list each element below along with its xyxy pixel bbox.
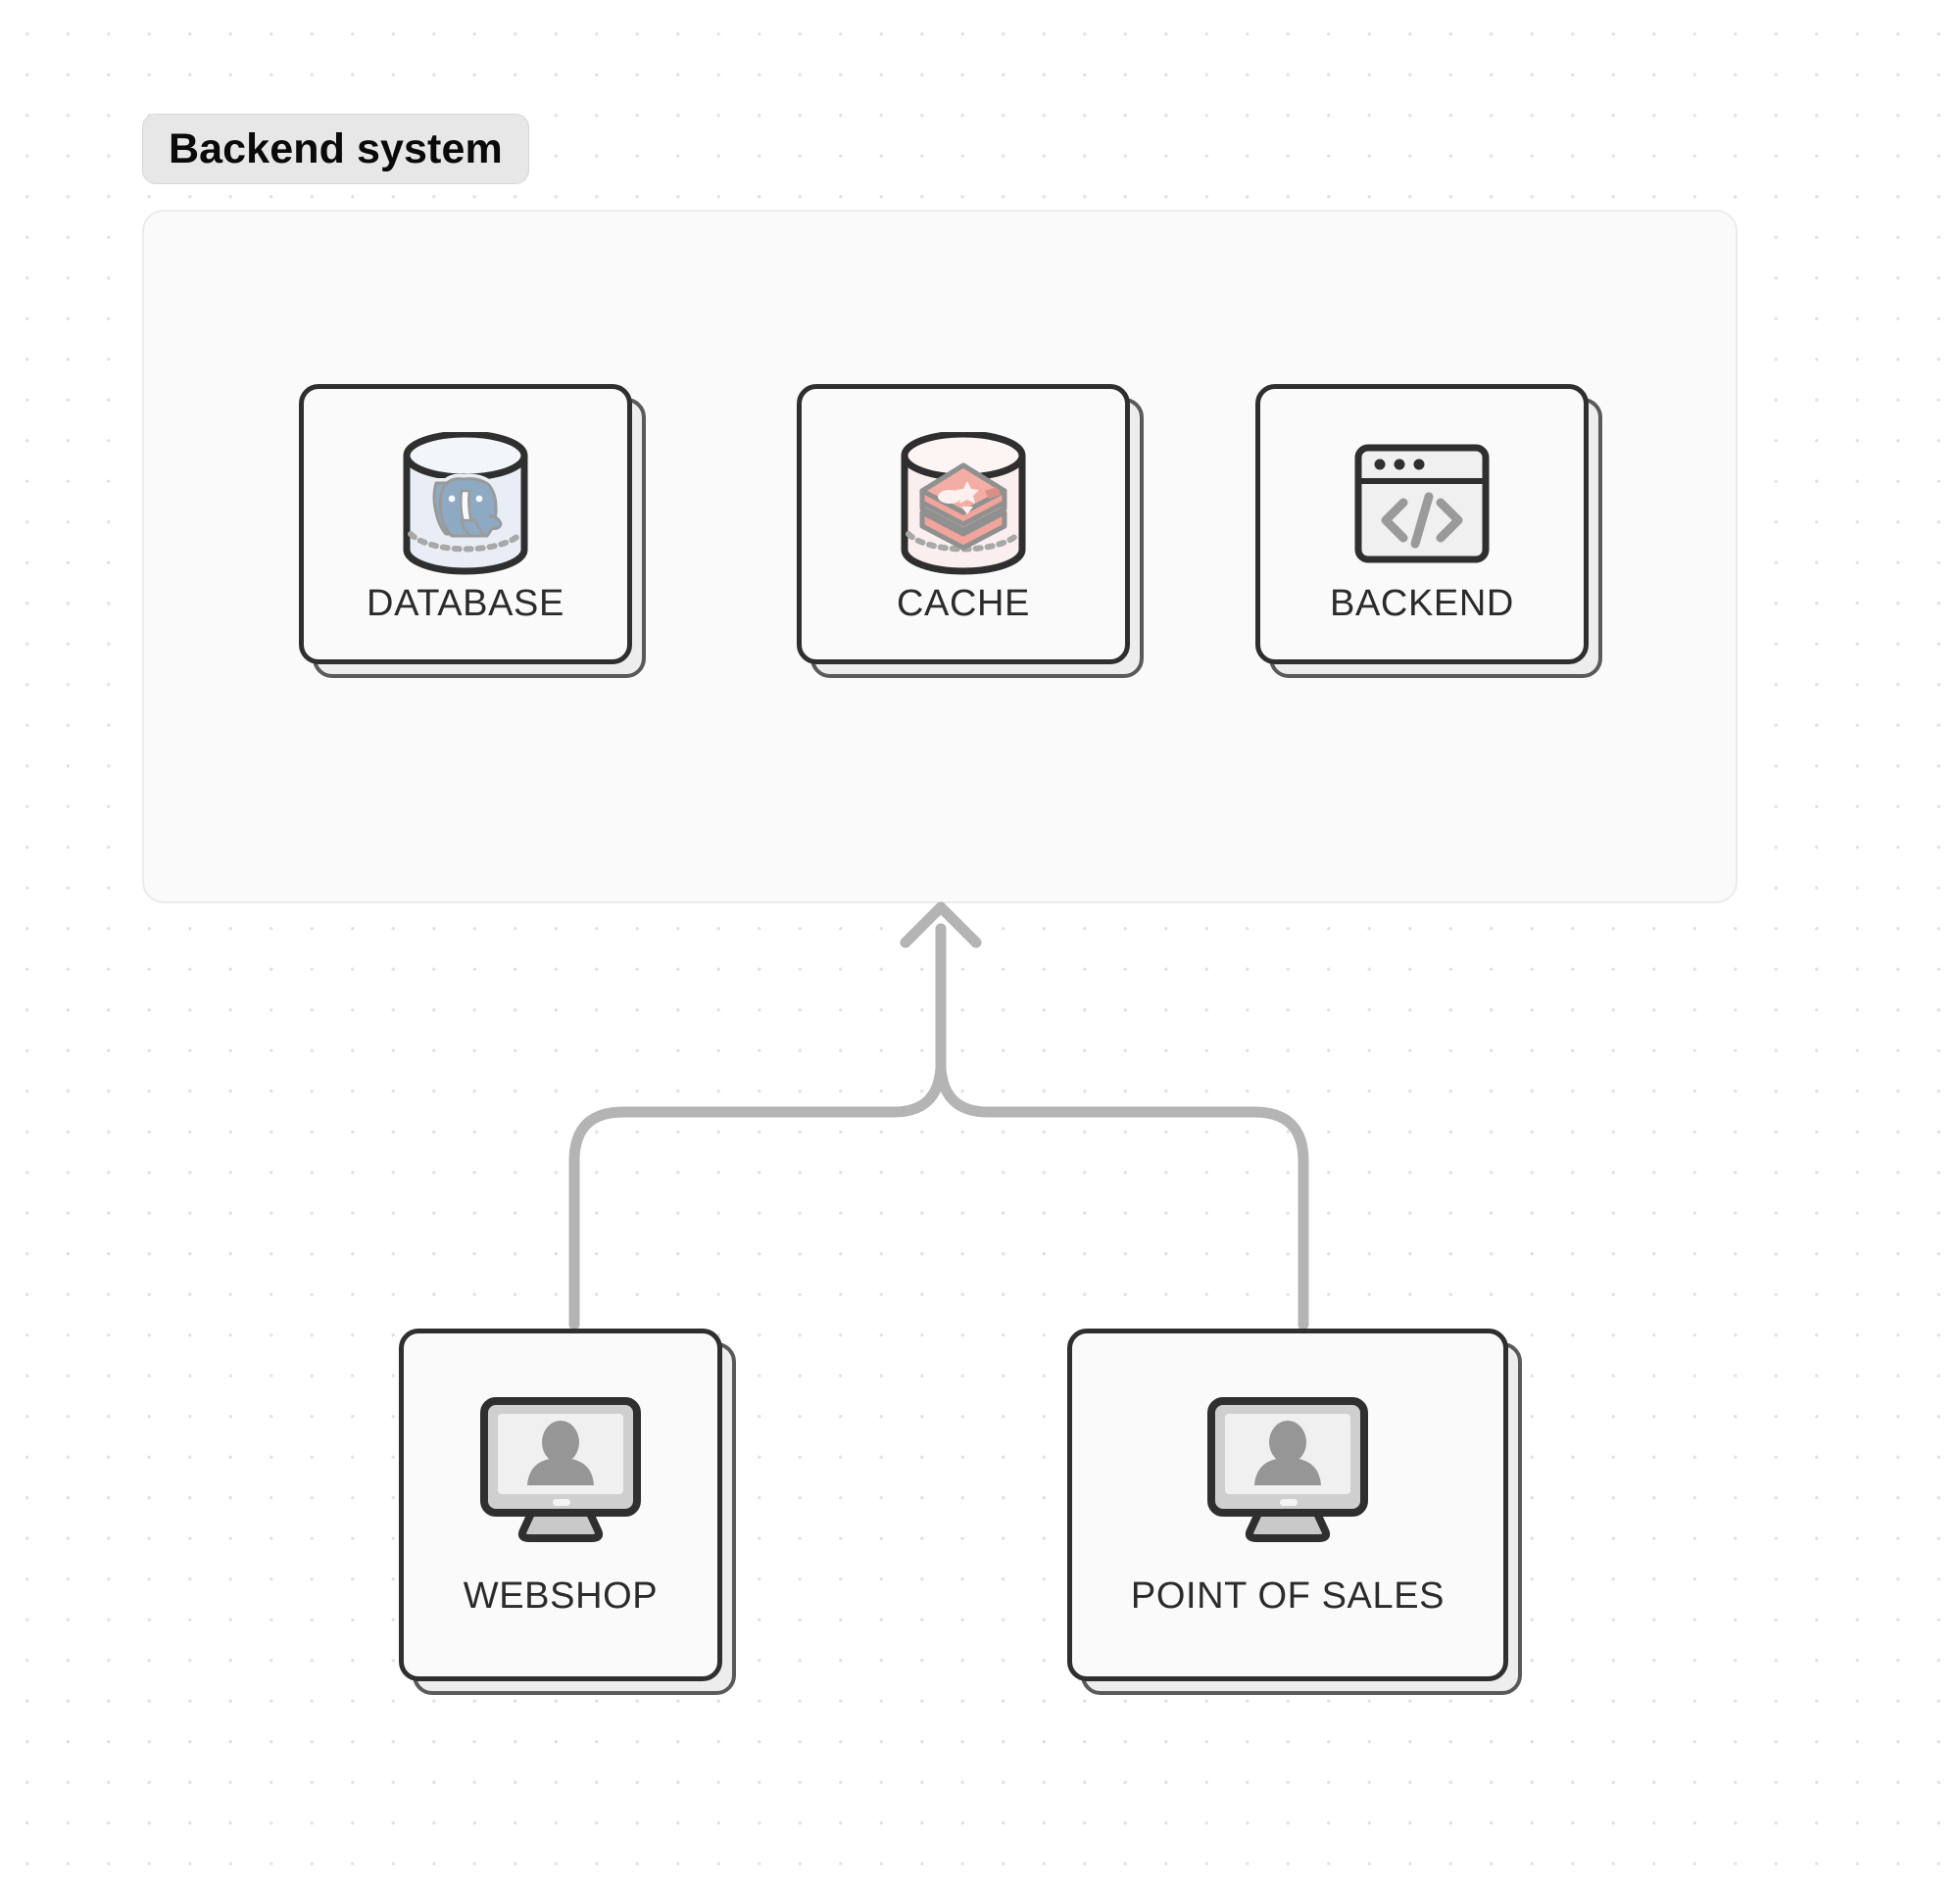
card-front[interactable]: POINT OF SALES	[1067, 1329, 1508, 1681]
edge-webshop-to-backend	[568, 923, 947, 1331]
node-label: BACKEND	[1330, 582, 1514, 624]
node-label: CACHE	[896, 582, 1031, 624]
card-front[interactable]: CACHE	[797, 384, 1130, 664]
node-point-of-sales[interactable]: POINT OF SALES	[1067, 1329, 1522, 1695]
redis-cache-cylinder-icon	[890, 430, 1037, 577]
node-backend[interactable]: BACKEND	[1255, 384, 1602, 678]
code-window-icon	[1348, 430, 1495, 577]
group-label-text: Backend system	[169, 124, 503, 172]
node-label: POINT OF SALES	[1130, 1574, 1446, 1617]
edge-arrowhead-icon	[900, 901, 982, 948]
node-database[interactable]: DATABASE	[299, 384, 646, 678]
node-webshop[interactable]: WEBSHOP	[399, 1329, 736, 1695]
edge-pos-to-backend	[935, 923, 1309, 1331]
card-front[interactable]: DATABASE	[299, 384, 632, 664]
group-label-backend-system[interactable]: Backend system	[142, 114, 529, 184]
node-cache[interactable]: CACHE	[797, 384, 1144, 678]
desktop-user-monitor-icon	[1200, 1393, 1375, 1550]
card-front[interactable]: BACKEND	[1255, 384, 1589, 664]
desktop-user-monitor-icon	[473, 1393, 648, 1550]
postgresql-database-cylinder-icon	[392, 430, 539, 577]
card-front[interactable]: WEBSHOP	[399, 1329, 722, 1681]
node-label: WEBSHOP	[463, 1574, 659, 1617]
node-label: DATABASE	[367, 582, 564, 624]
